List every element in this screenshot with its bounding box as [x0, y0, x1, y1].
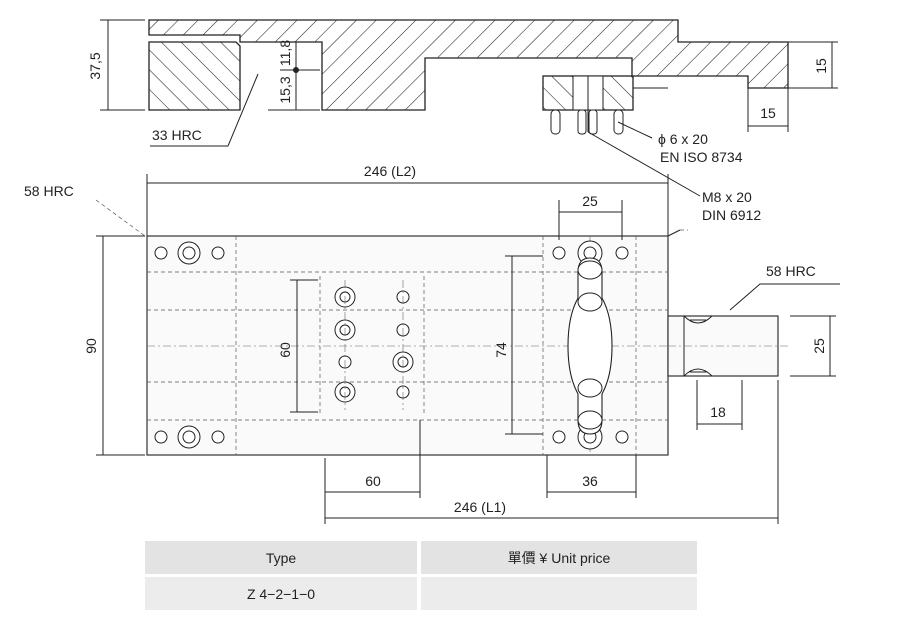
callout-pin-size: ϕ 6 x 20	[658, 131, 708, 147]
dim-l2: 246 (L2)	[364, 163, 416, 179]
dim-36: 36	[582, 473, 598, 489]
callout-screw-size: M8 x 20	[702, 189, 752, 205]
hole-rt-3	[615, 246, 629, 260]
callout-33-hrc: 33 HRC	[152, 127, 202, 143]
callout-screw-std: DIN 6912	[702, 207, 761, 223]
callout-58-hrc-right: 58 HRC	[766, 263, 816, 279]
dim-11-8: 11,8	[277, 40, 293, 66]
column-header-type: Type	[145, 541, 421, 576]
column-header-price: 單價 ¥ Unit price	[419, 541, 697, 576]
table-row: Z 4−2−1−0	[145, 574, 697, 610]
dim-15-3: 15,3	[277, 76, 293, 103]
left-block-section	[148, 41, 241, 111]
dim-90: 90	[83, 338, 99, 354]
hole-rt-1	[552, 246, 566, 260]
dim-60-horizontal: 60	[365, 473, 381, 489]
dim-25-shaft: 25	[811, 338, 827, 354]
cell-type: Z 4−2−1−0	[145, 574, 421, 610]
hole-lb-3	[211, 430, 225, 444]
upper-bar-section	[148, 19, 789, 111]
price-table: Type 單價 ¥ Unit price Z 4−2−1−0	[145, 541, 697, 610]
dim-60-vertical: 60	[277, 342, 293, 358]
cell-price	[419, 574, 697, 610]
plan-view: 58 HRC 246 (L2)	[24, 163, 840, 524]
pin-left	[550, 109, 561, 135]
hole-lt-1	[154, 246, 168, 260]
callout-pin-std: EN ISO 8734	[660, 149, 743, 165]
hole-lb-1	[154, 430, 168, 444]
dim-74: 74	[493, 342, 509, 358]
dim-37-5: 37,5	[87, 52, 103, 79]
hole-lt-3	[211, 246, 225, 260]
table-header-row: Type 單價 ¥ Unit price	[145, 541, 697, 576]
dim-15-bottom: 15	[760, 105, 776, 121]
dim-18: 18	[710, 404, 726, 420]
screw-mid-b	[588, 109, 598, 135]
callout-58-hrc-left: 58 HRC	[24, 183, 74, 199]
hole-rb-3	[615, 430, 629, 444]
dim-25-top: 25	[582, 193, 598, 209]
screw-mid-a	[577, 109, 587, 135]
hole-rb-1	[552, 430, 566, 444]
dim-15-right: 15	[813, 58, 829, 74]
section-view: 37,5 11,8 15,3 33 HRC 15 15 ϕ 6 x 20 EN …	[87, 19, 838, 223]
dim-l1: 246 (L1)	[454, 499, 506, 515]
